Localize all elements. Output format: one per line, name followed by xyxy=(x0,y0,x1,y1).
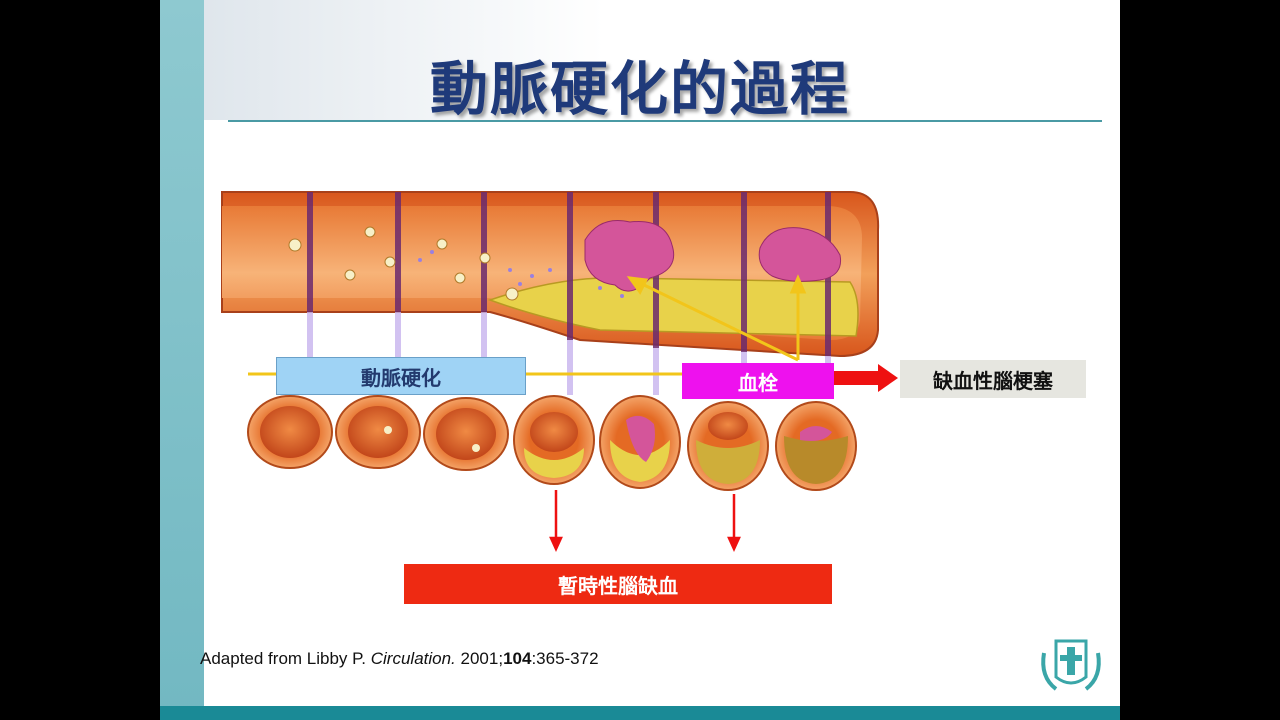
header-gradient xyxy=(204,0,604,120)
thrombus-label: 血栓 xyxy=(682,363,834,399)
yellow-arrows xyxy=(248,274,807,376)
cross-section-1 xyxy=(247,395,333,469)
artery-longitudinal xyxy=(221,191,880,395)
cross-sections xyxy=(247,395,857,491)
footer-bar xyxy=(160,706,1120,720)
tia-label: 暫時性腦缺血 xyxy=(404,564,832,604)
citation-prefix: Adapted from Libby P. xyxy=(200,649,371,668)
ischemic-stroke-label: 缺血性腦梗塞 xyxy=(900,360,1086,398)
citation-volume: 104 xyxy=(503,649,532,668)
citation: Adapted from Libby P. Circulation. 2001;… xyxy=(200,649,599,669)
university-logo xyxy=(1041,639,1101,691)
slide: 動脈硬化的過程 xyxy=(160,0,1120,720)
cross-section-6 xyxy=(687,401,769,491)
cross-section-3 xyxy=(423,397,509,471)
cross-section-2 xyxy=(335,395,421,469)
citation-journal: Circulation. xyxy=(370,649,456,668)
cross-section-5 xyxy=(599,395,681,489)
citation-year: 2001; xyxy=(455,649,504,668)
title-divider xyxy=(228,120,1102,122)
left-accent-bar xyxy=(160,0,204,720)
red-arrow-to-stroke xyxy=(834,364,898,392)
cross-section-4 xyxy=(513,395,595,485)
artery-diagram xyxy=(221,191,898,553)
plaque-layer xyxy=(487,277,859,337)
citation-pages: :365-372 xyxy=(531,649,599,668)
red-arrows-down xyxy=(549,490,741,553)
atherosclerosis-label: 動脈硬化 xyxy=(276,357,526,395)
slide-title: 動脈硬化的過程 xyxy=(429,55,850,123)
cross-section-7 xyxy=(775,401,857,491)
clot-rupture-site xyxy=(584,220,842,292)
